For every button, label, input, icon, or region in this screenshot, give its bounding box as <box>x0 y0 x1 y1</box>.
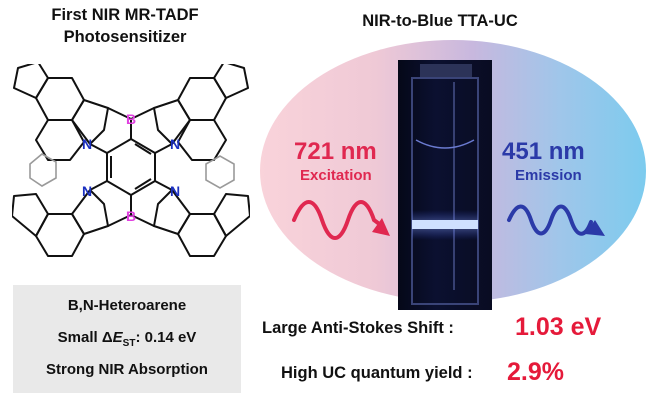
delta-sub: ST <box>122 338 136 349</box>
emission-label: Emission <box>515 167 582 184</box>
photosensitizer-title: First NIR MR-TADF Photosensitizer <box>20 4 230 48</box>
cuvette-cap <box>420 64 472 78</box>
central-ring <box>106 138 156 196</box>
properties-box: B,N-Heteroarene Small ΔEST: 0.14 eV Stro… <box>13 285 241 393</box>
property-heteroarene: B,N-Heteroarene <box>67 297 187 314</box>
anti-stokes-label: Large Anti-Stokes Shift : <box>262 319 454 337</box>
emission-wavelength: 451 nm <box>502 138 585 165</box>
delta-var: E <box>112 329 123 346</box>
anti-stokes-value: 1.03 eV <box>515 313 602 341</box>
boron-atom-top: B <box>126 111 136 127</box>
cuvette-glass <box>411 77 479 305</box>
cuvette-photo <box>398 60 492 310</box>
nitrogen-atom-1: N <box>170 136 180 152</box>
quantum-yield-value: 2.9% <box>507 358 564 386</box>
nitrogen-atom-3: N <box>82 136 92 152</box>
upconversion-emission-band <box>412 220 478 229</box>
nitrogen-atom-4: N <box>82 183 92 199</box>
nitrogen-atom-2: N <box>170 183 180 199</box>
excitation-wave-arrow <box>292 200 390 240</box>
delta-value: : 0.14 eV <box>135 329 197 346</box>
property-delta-est: Small ΔEST: 0.14 eV <box>13 329 241 349</box>
excitation-label: Excitation <box>300 167 372 184</box>
excitation-wavelength: 721 nm <box>294 138 377 165</box>
emission-wave-arrow <box>507 204 605 236</box>
upconversion-title: NIR-to-Blue TTA-UC <box>362 12 518 30</box>
title-line-1: First NIR MR-TADF <box>51 6 199 24</box>
boron-atom-bottom: B <box>126 208 136 224</box>
molecule-structure: B B N N N N <box>12 64 250 257</box>
delta-prefix: Small Δ <box>57 329 113 346</box>
title-line-2: Photosensitizer <box>63 28 187 46</box>
property-nir-absorption: Strong NIR Absorption <box>46 361 208 378</box>
quantum-yield-label: High UC quantum yield : <box>281 364 473 382</box>
